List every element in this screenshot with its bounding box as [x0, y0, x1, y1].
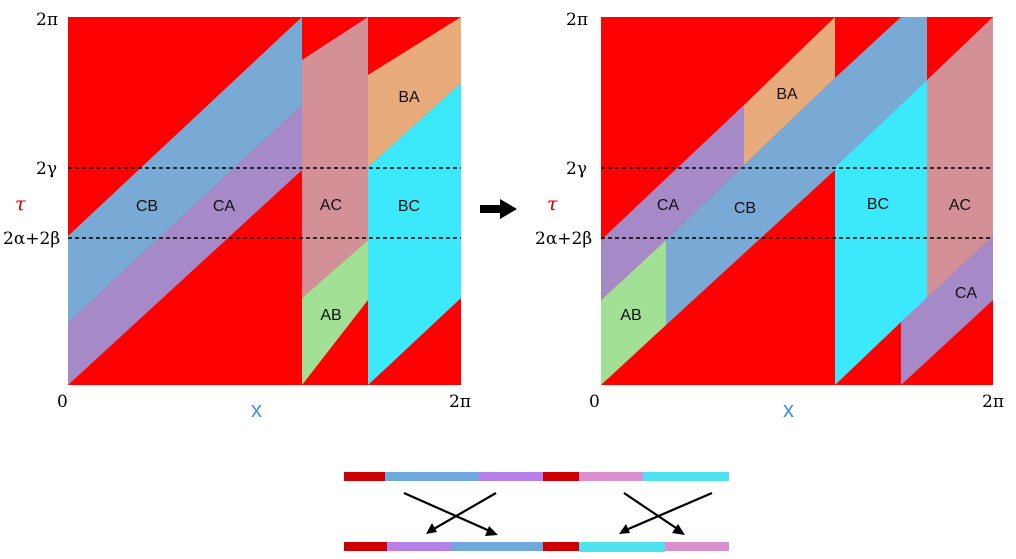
right-panel: CA CB BA BC AC CA AB 2π 2γ τ 2α+2β 0 x 2…: [535, 10, 1004, 422]
swap-arrow-left-head-2: [426, 523, 437, 534]
left-panel: CB CA AC BA BC AB 2π 2γ τ 2α+2β 0 x 2π: [3, 10, 471, 422]
right-x-label: x: [783, 397, 794, 422]
swap-arrow-right-head-1: [672, 524, 685, 535]
left-region-ab: [302, 240, 368, 385]
left-label-ba: BA: [398, 89, 420, 106]
left-y-top-label: 2π: [36, 10, 58, 30]
bottom-strip-red-2: [543, 542, 579, 551]
right-label-cb: CB: [734, 200, 756, 217]
right-y-alpha-beta-label: 2α+2β: [535, 229, 592, 249]
bottom-strip-purple: [387, 542, 451, 551]
top-strip-red-1: [344, 472, 385, 481]
right-tau-label: τ: [547, 193, 558, 215]
strip-diagram: [344, 472, 729, 552]
right-region-ac: [927, 17, 993, 298]
left-label-bc: BC: [398, 198, 420, 215]
top-strip: [344, 472, 729, 481]
right-x-end-label: 2π: [982, 392, 1004, 412]
left-x-label: x: [251, 397, 262, 422]
left-x-end-label: 2π: [449, 392, 471, 412]
right-region-ab: [601, 240, 666, 385]
bottom-strip-pink: [665, 542, 729, 551]
right-region-cb: [666, 17, 927, 325]
left-tau-label: τ: [15, 193, 26, 215]
left-region-bc: [368, 83, 461, 385]
top-strip-pink: [579, 472, 643, 481]
right-label-ab: AB: [620, 307, 641, 324]
left-region-cb: [68, 17, 302, 323]
right-label-bc: BC: [867, 196, 889, 213]
top-strip-purple: [479, 472, 543, 481]
left-region-ca: [68, 105, 302, 385]
left-label-ac: AC: [320, 197, 342, 214]
top-strip-red-2: [543, 472, 579, 481]
left-y-alpha-beta-label: 2α+2β: [3, 229, 60, 249]
left-region-ba: [368, 17, 461, 167]
left-label-ab: AB: [320, 307, 341, 324]
left-region-ac: [302, 17, 368, 298]
right-region-ca-upper: [601, 105, 744, 300]
right-arrow-icon: [480, 199, 517, 219]
right-label-ba: BA: [776, 86, 798, 103]
right-y-gamma-label: 2γ: [566, 159, 587, 179]
left-label-ca: CA: [213, 198, 236, 215]
swap-arrows-left: [403, 491, 497, 534]
bottom-strip-blue: [451, 542, 543, 551]
right-label-ca-lower: CA: [955, 285, 978, 302]
left-y-gamma-label: 2γ: [36, 159, 57, 179]
top-strip-cyan: [643, 472, 729, 481]
left-label-cb: CB: [136, 198, 158, 215]
bottom-strip-red-1: [344, 542, 387, 551]
swap-arrows-right: [623, 491, 713, 532]
right-region-bc: [835, 80, 927, 385]
right-origin-label: 0: [589, 392, 600, 412]
bottom-strip-cyan: [579, 542, 665, 552]
swap-arrow-right-head-2: [619, 524, 630, 534]
right-label-ca-upper: CA: [657, 197, 680, 214]
swap-arrow-left-head-1: [485, 526, 498, 536]
right-label-ac: AC: [949, 197, 971, 214]
right-region-ca-lower: [901, 236, 993, 385]
right-y-top-label: 2π: [566, 10, 588, 30]
left-origin-label: 0: [57, 392, 68, 412]
right-region-ba: [744, 17, 835, 165]
top-strip-blue: [385, 472, 479, 481]
bottom-strip: [344, 542, 729, 552]
